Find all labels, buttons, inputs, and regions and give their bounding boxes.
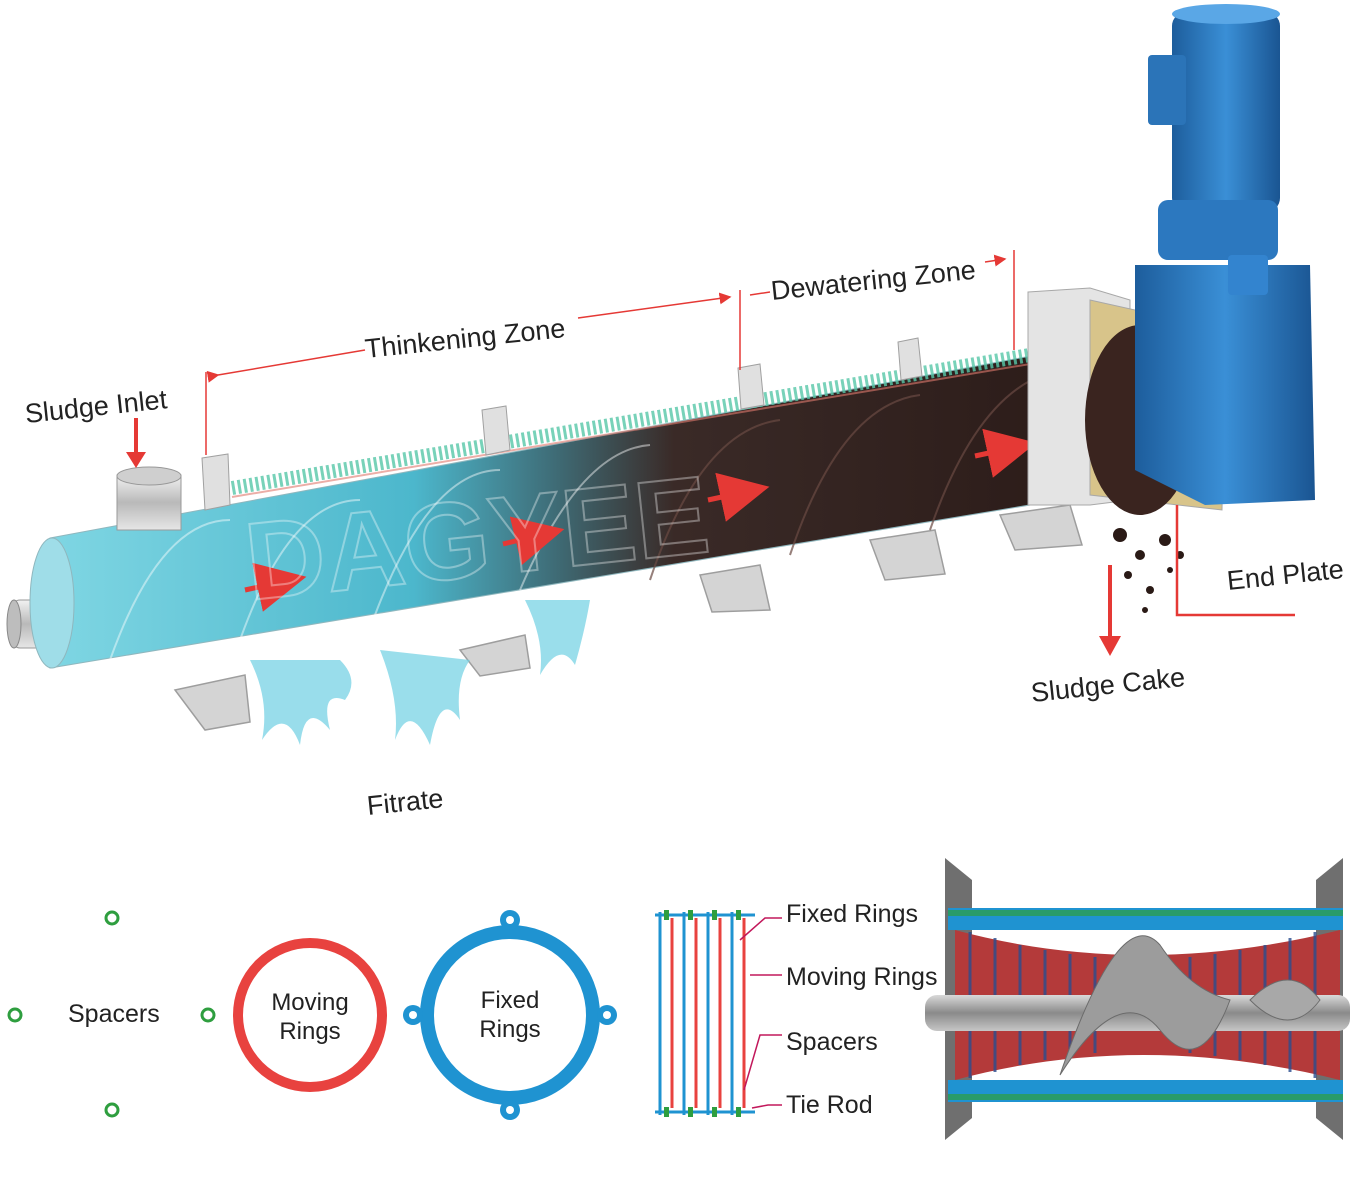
dewatering-zone-label: Dewatering Zone xyxy=(769,255,977,306)
spacers-label: Spacers xyxy=(68,1000,160,1028)
thickening-zone-label: Thinkening Zone xyxy=(363,313,566,364)
moving-rings-label-line1: Moving xyxy=(271,989,348,1016)
support-feet xyxy=(173,504,1083,731)
stack-tie-rod-label: Tie Rod xyxy=(786,1091,873,1119)
end-plate-label: End Plate xyxy=(1225,554,1345,596)
sludge-inlet-arrow xyxy=(126,418,146,468)
end-plate-leader xyxy=(1175,505,1295,617)
zone-dimension-lines xyxy=(205,250,1015,455)
flanges xyxy=(201,337,923,511)
moving-ring-icon xyxy=(233,938,387,1092)
spacer-ring-icon xyxy=(7,910,216,1118)
fixed-rings-label-line1: Fixed xyxy=(481,987,540,1014)
filter-cylinder xyxy=(29,338,1092,669)
gear-motor-icon xyxy=(1135,4,1315,505)
moving-rings-label-line2: Rings xyxy=(279,1018,340,1045)
sludge-inlet-label: Sludge Inlet xyxy=(23,384,168,429)
flow-arrows xyxy=(244,428,1037,612)
fixed-rings-label-line2: Rings xyxy=(479,1016,540,1043)
stack-moving-rings-label: Moving Rings xyxy=(786,963,937,991)
stack-fixed-rings-label: Fixed Rings xyxy=(786,900,918,928)
stack-spacers-label: Spacers xyxy=(786,1028,878,1056)
stack-leader-lines xyxy=(739,917,782,1109)
ring-stack-diagram: Fixed Rings Moving Rings Spacers Tie Rod xyxy=(655,900,937,1119)
ring-legend: Spacers Moving Rings Fixed Rings xyxy=(7,910,617,1120)
sludge-cake-label: Sludge Cake xyxy=(1029,662,1186,708)
screw-cutaway xyxy=(925,858,1350,1140)
sludge-cake-arrow xyxy=(1099,565,1121,656)
fixed-ring-icon xyxy=(403,910,617,1120)
sludge-inlet-pipe xyxy=(116,466,182,531)
screw-press-machine xyxy=(6,4,1315,745)
filtrate-label: Fitrate xyxy=(365,783,444,821)
filtrate-splash xyxy=(250,600,590,745)
